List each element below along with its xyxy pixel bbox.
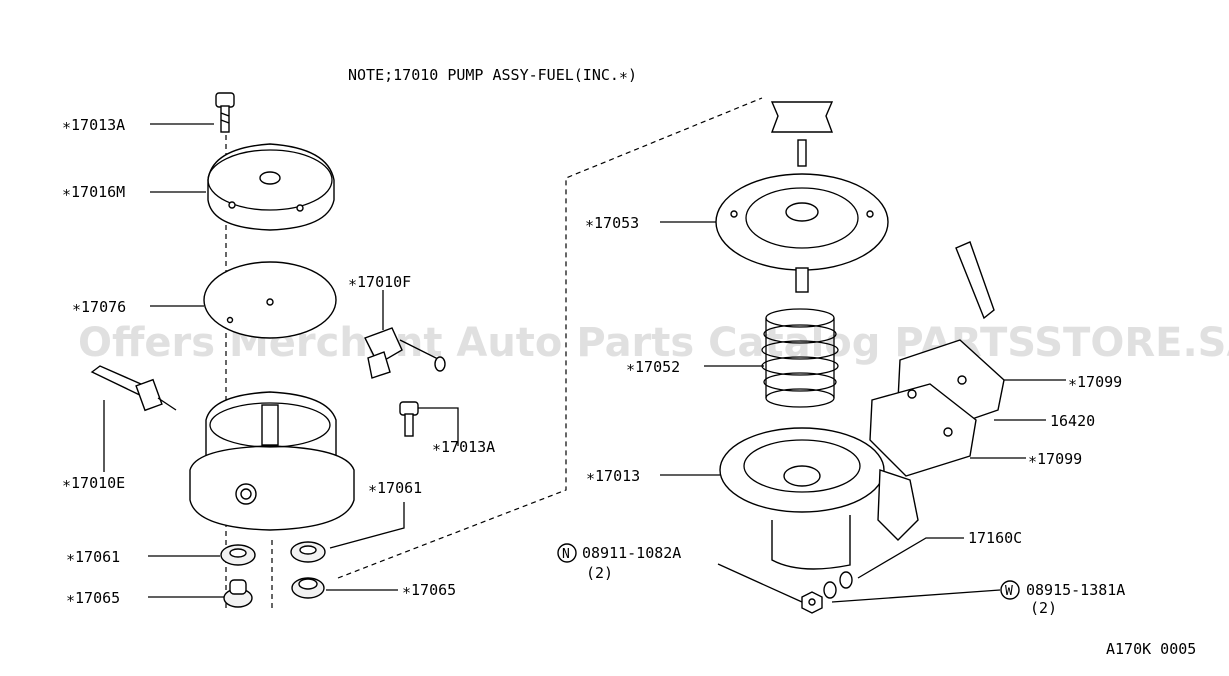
leader-17061-right [329,502,405,549]
label-16420: 16420 [1050,412,1095,430]
label-08915: 08915-1381A [1026,581,1125,599]
leader-08915 [831,589,1001,603]
screw-17013A-mid[interactable] [399,401,419,437]
diagram-code: A170K 0005 [1106,640,1196,658]
label-17010E: ∗17010E [62,474,125,492]
washers-08915[interactable] [823,571,853,599]
marker-circle-N [557,543,577,563]
group-connector [337,97,763,579]
spring-17052[interactable] [761,308,839,408]
label-17053: ∗17053 [585,214,639,232]
label-17010F: ∗17010F [348,273,411,291]
label-17061-left: ∗17061 [66,548,120,566]
label-08915-qty: (2) [1030,599,1057,617]
valve-17065-left[interactable] [223,579,253,608]
label-08911-qty: (2) [586,564,613,582]
label-17065-right: ∗17065 [402,581,456,599]
pump-body-left[interactable] [189,391,355,531]
label-17160C: 17160C [968,529,1022,547]
label-17013A-mid: ∗17013A [432,438,495,456]
label-17052: ∗17052 [626,358,680,376]
washer-17061-left[interactable] [220,544,256,566]
nut-08911[interactable] [801,591,823,614]
label-17013A-top: ∗17013A [62,116,125,134]
label-17065-left: ∗17065 [66,589,120,607]
retainer-top[interactable] [770,101,834,167]
label-17013: ∗17013 [586,467,640,485]
valve-17065-right[interactable] [291,577,325,599]
label-17061-right: ∗17061 [368,479,422,497]
leader-17013A-mid [418,407,459,446]
screw-17013A-top[interactable] [215,92,235,133]
fitting-17010F[interactable] [364,327,446,379]
cover-17016M[interactable] [207,143,335,231]
label-17099-top: ∗17099 [1068,373,1122,391]
marker-N: N [562,547,570,562]
label-08911: 08911-1082A [582,544,681,562]
marker-W: W [1005,584,1013,599]
label-17016M: ∗17016M [62,183,125,201]
diagram-note: NOTE;17010 PUMP ASSY-FUEL(INC.∗) [348,66,637,84]
lower-body-17013[interactable] [719,427,919,570]
marker-circle-W [1000,580,1020,600]
leader-17160C [857,537,964,579]
rocker-arm[interactable] [869,241,1005,477]
washer-17061-right[interactable] [290,541,326,563]
fitting-17010E[interactable] [90,365,177,412]
label-17099-bottom: ∗17099 [1028,450,1082,468]
diaphragm-17053[interactable] [715,173,889,293]
diaphragm-17076[interactable] [203,261,337,339]
label-17076: ∗17076 [72,298,126,316]
leader-08911 [717,563,803,603]
